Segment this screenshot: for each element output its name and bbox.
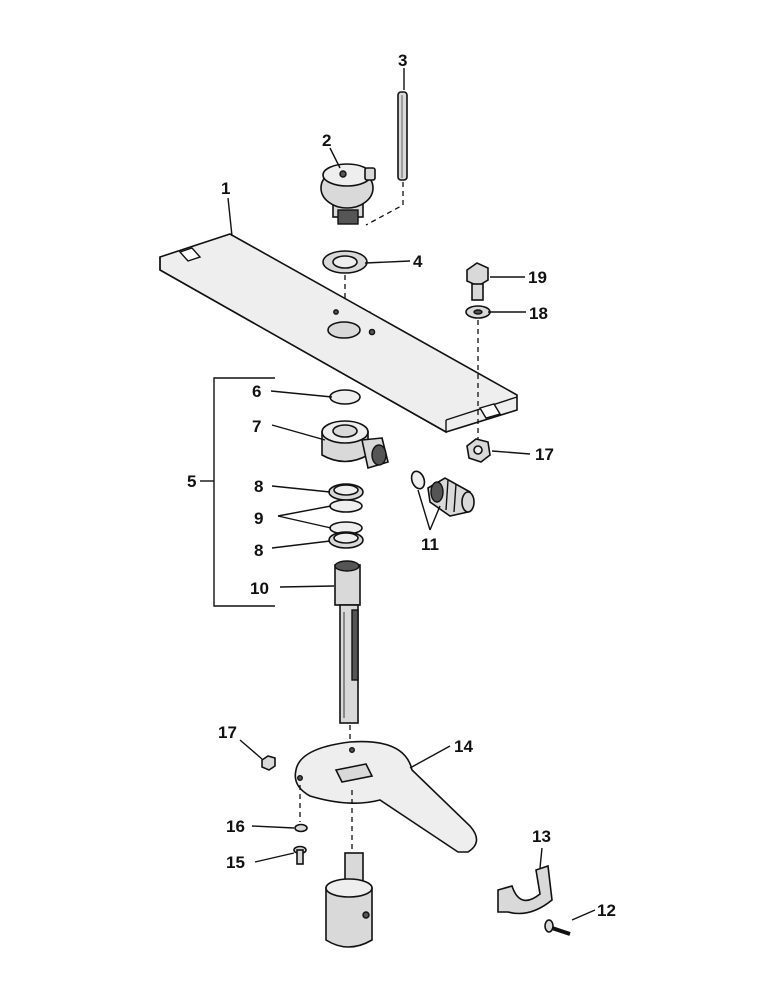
part-10-shaft: [334, 560, 361, 724]
callout-10: 10: [250, 579, 269, 598]
callout-3: 3: [398, 51, 407, 70]
part-13-clamp: [497, 864, 553, 915]
callout-7: 7: [252, 417, 261, 436]
part-14-lever-plate: [294, 740, 478, 853]
part-18-washer: [465, 305, 491, 319]
part-6-o-ring: [329, 389, 361, 405]
part-8-seal-upper: [328, 483, 364, 501]
part-15-screw: [293, 845, 307, 865]
callout-19: 19: [528, 268, 547, 287]
assembly-line-3: [365, 182, 404, 226]
part-1-plate: [159, 233, 518, 434]
part-8-seal-lower: [328, 531, 364, 549]
part-4-washer: [322, 250, 368, 274]
callout-4: 4: [413, 252, 423, 271]
callout-9: 9: [254, 509, 263, 528]
part-3-rod: [397, 91, 408, 181]
callout-5: 5: [187, 472, 196, 491]
part-19-bolt: [466, 262, 489, 301]
callout-8-upper: 8: [254, 477, 263, 496]
part-16-washer: [294, 823, 308, 833]
leader-lines: [200, 68, 596, 921]
callout-11: 11: [421, 535, 439, 554]
callout-18: 18: [529, 304, 548, 323]
callout-1: 1: [221, 179, 230, 198]
callout-16: 16: [226, 817, 245, 836]
part-7-swivel-body: [321, 420, 389, 470]
callout-17-upper: 17: [535, 445, 554, 464]
part-17-nut-upper: [466, 438, 491, 463]
group-5-bracket: [213, 377, 275, 607]
callout-13: 13: [532, 827, 551, 846]
callout-14: 14: [454, 737, 473, 756]
callout-6: 6: [252, 382, 261, 401]
callout-12: 12: [597, 901, 616, 920]
part-9-ring-upper: [329, 499, 363, 513]
part-2-fitting: [320, 163, 376, 225]
callout-2: 2: [322, 131, 331, 150]
part-shaft-adapter: [325, 852, 373, 948]
part-17-nut-lower: [261, 755, 276, 771]
part-12-screw: [544, 919, 571, 936]
callout-8-lower: 8: [254, 541, 263, 560]
part-11-fitting: [410, 470, 475, 517]
callout-17-lower: 17: [218, 723, 237, 742]
callout-15: 15: [226, 853, 245, 872]
